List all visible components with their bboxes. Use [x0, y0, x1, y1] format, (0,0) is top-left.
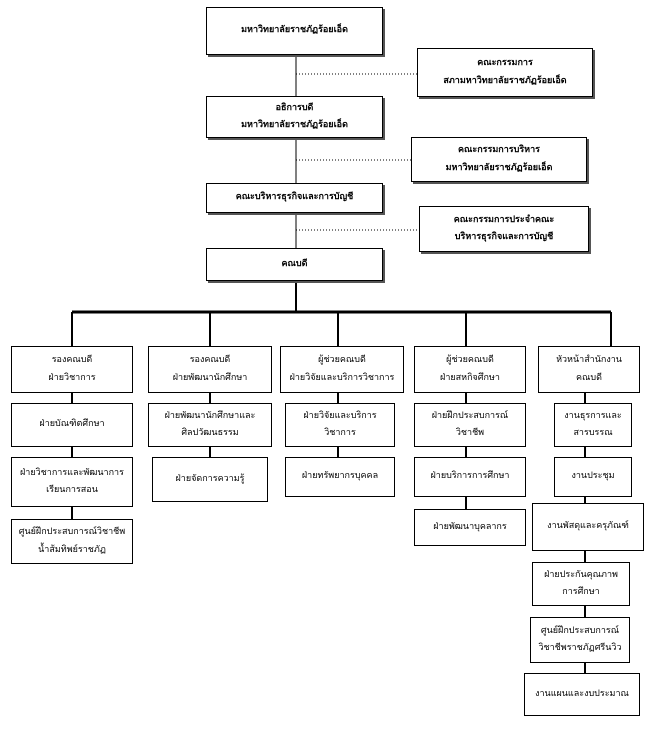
- col5-unit-1: งานธุรการและ สารบรรณ: [554, 403, 632, 447]
- col1-unit-2-line-1: ฝ่ายวิชาการและพัฒนาการ: [20, 467, 124, 478]
- col5-unit-3: งานพัสดุและครุภัณฑ์: [532, 503, 644, 551]
- col3-head-line-1: ผู้ช่วยคณบดี: [318, 355, 366, 366]
- col2-head-line-1: รองคณบดี: [189, 355, 231, 366]
- col5-unit-6: งานแผนและงบประมาณ: [524, 673, 640, 716]
- council-line-1: คณะกรรมการ: [477, 58, 533, 69]
- col4-unit-2: ฝ่ายบริการการศึกษา: [414, 457, 526, 497]
- col3-unit-1-line-2: วิชาการ: [324, 428, 356, 438]
- col2-unit-2-line-1: ฝ่ายจัดการความรู้: [175, 473, 245, 484]
- faculty-committee-box: คณะกรรมการประจำคณะ บริหารธุรกิจและการบัญ…: [419, 206, 589, 252]
- col5-unit-2-line-1: งานประชุม: [571, 471, 615, 482]
- col3-unit-2-line-1: ฝ่ายทรัพยากรบุคคล: [301, 471, 379, 482]
- col5-unit-2: งานประชุม: [554, 457, 632, 497]
- faculty-committee-line-2: บริหารธุรกิจและการบัญชี: [454, 232, 554, 242]
- col5-head-line-2: คณบดี: [576, 372, 602, 383]
- university-title: มหาวิทยาลัยราชภัฏร้อยเอ็ด: [241, 25, 348, 36]
- col1-unit-3: ศูนย์ฝึกประสบการณ์วิชาชีพ น้ำส้มทิพย์ราช…: [11, 519, 133, 564]
- col5-unit-4: ฝ่ายประกันคุณภาพ การศึกษา: [532, 562, 630, 606]
- col3-head-line-2: ฝ่ายวิจัยและบริการวิชาการ: [289, 372, 395, 383]
- col4-unit-2-line-1: ฝ่ายบริการการศึกษา: [430, 471, 510, 482]
- col5-head: หัวหน้าสำนักงาน คณบดี: [538, 346, 640, 393]
- col5-unit-3-line-1: งานพัสดุและครุภัณฑ์: [547, 521, 629, 532]
- faculty-box: คณะบริหารธุรกิจและการบัญชี: [206, 183, 383, 213]
- col1-head-line-2: ฝ่ายวิชาการ: [48, 372, 96, 383]
- col5-unit-4-line-2: การศึกษา: [562, 587, 600, 597]
- col1-unit-1: ฝ่ายบัณฑิตศึกษา: [11, 403, 133, 447]
- col2-unit-1: ฝ่ายพัฒนานักศึกษาและ ศิลปวัฒนธรรม: [148, 403, 272, 447]
- president-line-2: มหาวิทยาลัยราชภัฏร้อยเอ็ด: [241, 120, 348, 130]
- col4-head-line-1: ผู้ช่วยคณบดี: [446, 355, 494, 366]
- col3-unit-1-line-1: ฝ่ายวิจัยและบริการ: [303, 410, 377, 421]
- col2-head: รองคณบดี ฝ่ายพัฒนานักศึกษา: [148, 346, 272, 393]
- president-box: อธิการบดี มหาวิทยาลัยราชภัฏร้อยเอ็ด: [206, 96, 383, 138]
- col5-unit-4-line-1: ฝ่ายประกันคุณภาพ: [544, 569, 618, 580]
- col5-unit-5: ศูนย์ฝึกประสบการณ์ วิชาชีพราชภัฏศรีนวิว: [530, 617, 630, 663]
- col2-head-line-2: ฝ่ายพัฒนานักศึกษา: [172, 372, 248, 383]
- council-line-2: สภามหาวิทยาลัยราชภัฏร้อยเอ็ด: [443, 75, 567, 86]
- col1-unit-3-line-2: น้ำส้มทิพย์ราชภัฏ: [38, 544, 106, 555]
- col2-unit-1-line-2: ศิลปวัฒนธรรม: [181, 428, 239, 438]
- col1-head-line-1: รองคณบดี: [51, 355, 93, 366]
- col4-unit-1-line-1: ฝ่ายฝึกประสบการณ์: [431, 410, 509, 421]
- col4-unit-3: ฝ่ายพัฒนาบุคลากร: [414, 509, 526, 546]
- col1-unit-2: ฝ่ายวิชาการและพัฒนาการ เรียนการสอน: [11, 457, 133, 507]
- faculty-title: คณะบริหารธุรกิจและการบัญชี: [235, 192, 354, 203]
- dean-title: คณบดี: [281, 258, 308, 269]
- col2-unit-1-line-1: ฝ่ายพัฒนานักศึกษาและ: [164, 410, 256, 421]
- council-box: คณะกรรมการ สภามหาวิทยาลัยราชภัฏร้อยเอ็ด: [417, 48, 593, 97]
- admin-committee-line-2: มหาวิทยาลัยราชภัฏร้อยเอ็ด: [445, 162, 553, 173]
- col3-unit-1: ฝ่ายวิจัยและบริการ วิชาการ: [285, 403, 395, 447]
- col3-head: ผู้ช่วยคณบดี ฝ่ายวิจัยและบริการวิชาการ: [280, 346, 404, 393]
- col5-unit-1-line-2: สารบรรณ: [573, 428, 613, 438]
- col5-unit-5-line-1: ศูนย์ฝึกประสบการณ์: [540, 625, 620, 636]
- col5-unit-1-line-1: งานธุรการและ: [564, 410, 622, 421]
- president-line-1: อธิการบดี: [275, 102, 314, 113]
- university-box: มหาวิทยาลัยราชภัฏร้อยเอ็ด: [206, 7, 383, 55]
- admin-committee-box: คณะกรรมการบริหาร มหาวิทยาลัยราชภัฏร้อยเอ…: [411, 137, 587, 182]
- col2-unit-2: ฝ่ายจัดการความรู้: [152, 457, 268, 502]
- col4-unit-1-line-2: วิชาชีพ: [455, 428, 485, 438]
- admin-committee-line-1: คณะกรรมการบริหาร: [458, 145, 540, 156]
- col5-unit-5-line-2: วิชาชีพราชภัฏศรีนวิว: [538, 643, 622, 653]
- col1-head: รองคณบดี ฝ่ายวิชาการ: [11, 346, 133, 393]
- col4-head-line-2: ฝ่ายสหกิจศึกษา: [440, 372, 500, 383]
- col5-unit-6-line-1: งานแผนและงบประมาณ: [535, 688, 629, 699]
- col5-head-line-1: หัวหน้าสำนักงาน: [556, 355, 622, 366]
- col3-unit-2: ฝ่ายทรัพยากรบุคคล: [285, 457, 395, 497]
- col1-unit-1-line-1: ฝ่ายบัณฑิตศึกษา: [39, 419, 105, 430]
- col4-unit-3-line-1: ฝ่ายพัฒนาบุคลากร: [433, 521, 507, 532]
- dean-box: คณบดี: [206, 248, 383, 281]
- faculty-committee-line-1: คณะกรรมการประจำคณะ: [453, 214, 555, 225]
- col1-unit-2-line-2: เรียนการสอน: [46, 485, 98, 495]
- col4-head: ผู้ช่วยคณบดี ฝ่ายสหกิจศึกษา: [414, 346, 526, 393]
- col4-unit-1: ฝ่ายฝึกประสบการณ์ วิชาชีพ: [414, 403, 526, 447]
- col1-unit-3-line-1: ศูนย์ฝึกประสบการณ์วิชาชีพ: [18, 527, 126, 538]
